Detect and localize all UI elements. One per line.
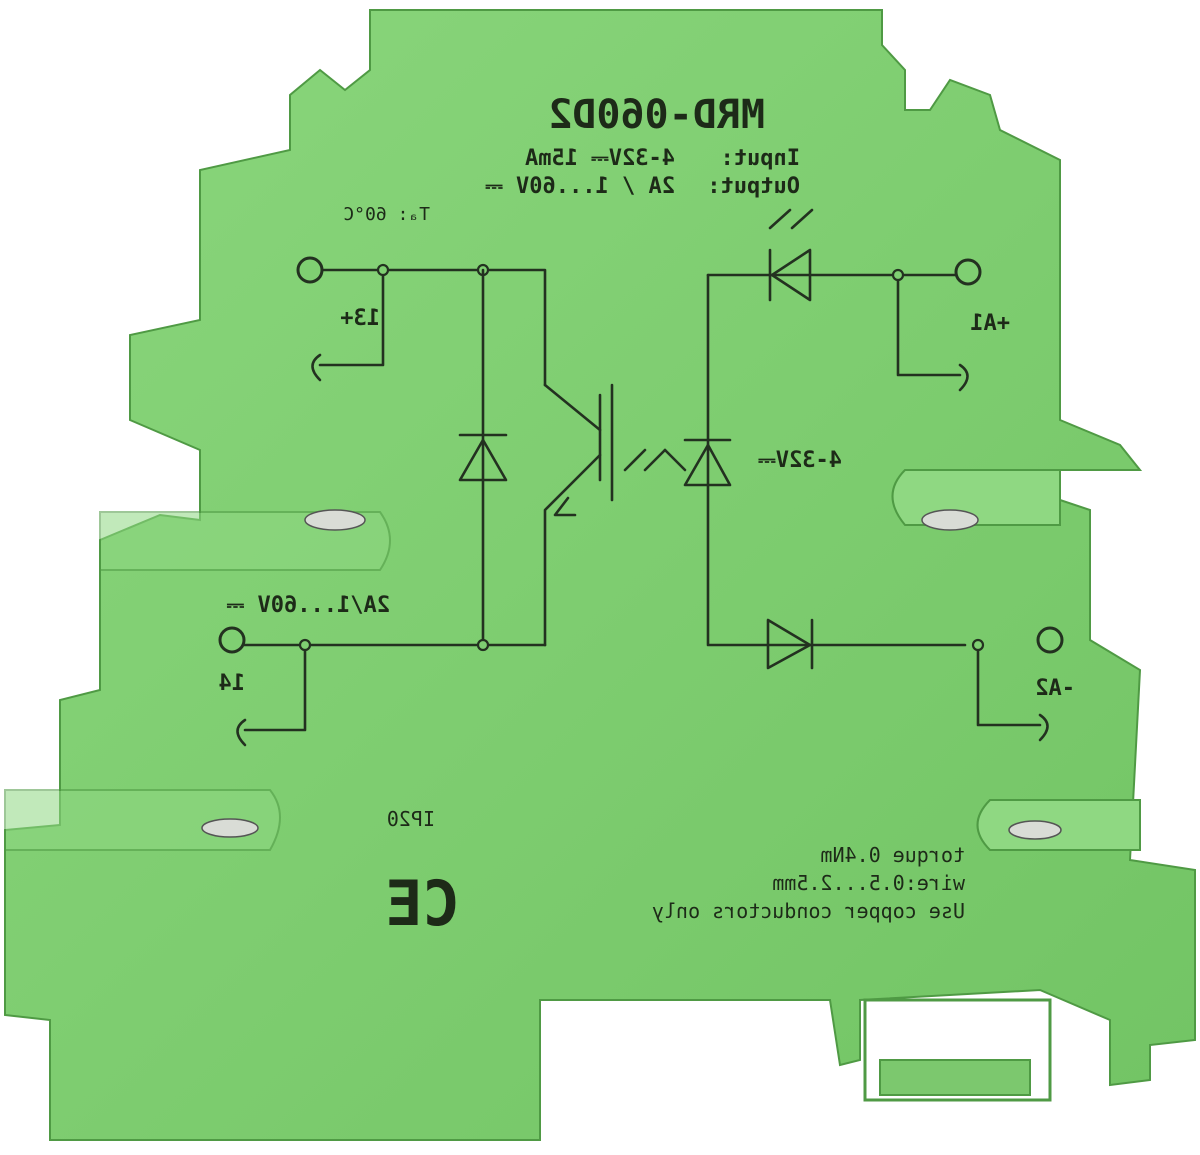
circuit-schematic: [218, 208, 1064, 747]
screw-left-upper: [304, 509, 366, 531]
torque-spec: torque 0.4Nm: [821, 843, 966, 867]
ce-mark: CE: [385, 867, 460, 940]
screw-right-lower: [1008, 820, 1062, 840]
input-label: Input:: [721, 146, 800, 171]
screw-left-lower: [201, 818, 259, 838]
conductor-note: Use copper conductors only: [652, 899, 965, 923]
terminal-label-14: 14: [219, 671, 246, 696]
input-value: 4-32V⎓ 15mA: [525, 146, 675, 171]
terminal-label-a2: -A2: [1035, 676, 1075, 701]
led-voltage-label: 4-32V⎓: [758, 448, 842, 473]
ambient-temperature: Tₐ: 60°C: [343, 204, 430, 225]
slot-right-lower: [976, 799, 1141, 851]
protection-rating: IP20: [387, 807, 435, 831]
output-label: Output:: [707, 174, 800, 199]
terminal-label-a1: +A1: [970, 311, 1010, 336]
terminal-label-13: 13+: [340, 306, 380, 331]
output-value: 2A / 1...60V ⎓: [485, 174, 675, 199]
screw-right-upper: [921, 509, 979, 531]
wire-spec: wire:0.5...2.5mm: [772, 871, 965, 895]
output-rating-label: 2A/1...60V ⎓: [226, 593, 390, 618]
model-label: MRD-060D2: [548, 92, 765, 138]
